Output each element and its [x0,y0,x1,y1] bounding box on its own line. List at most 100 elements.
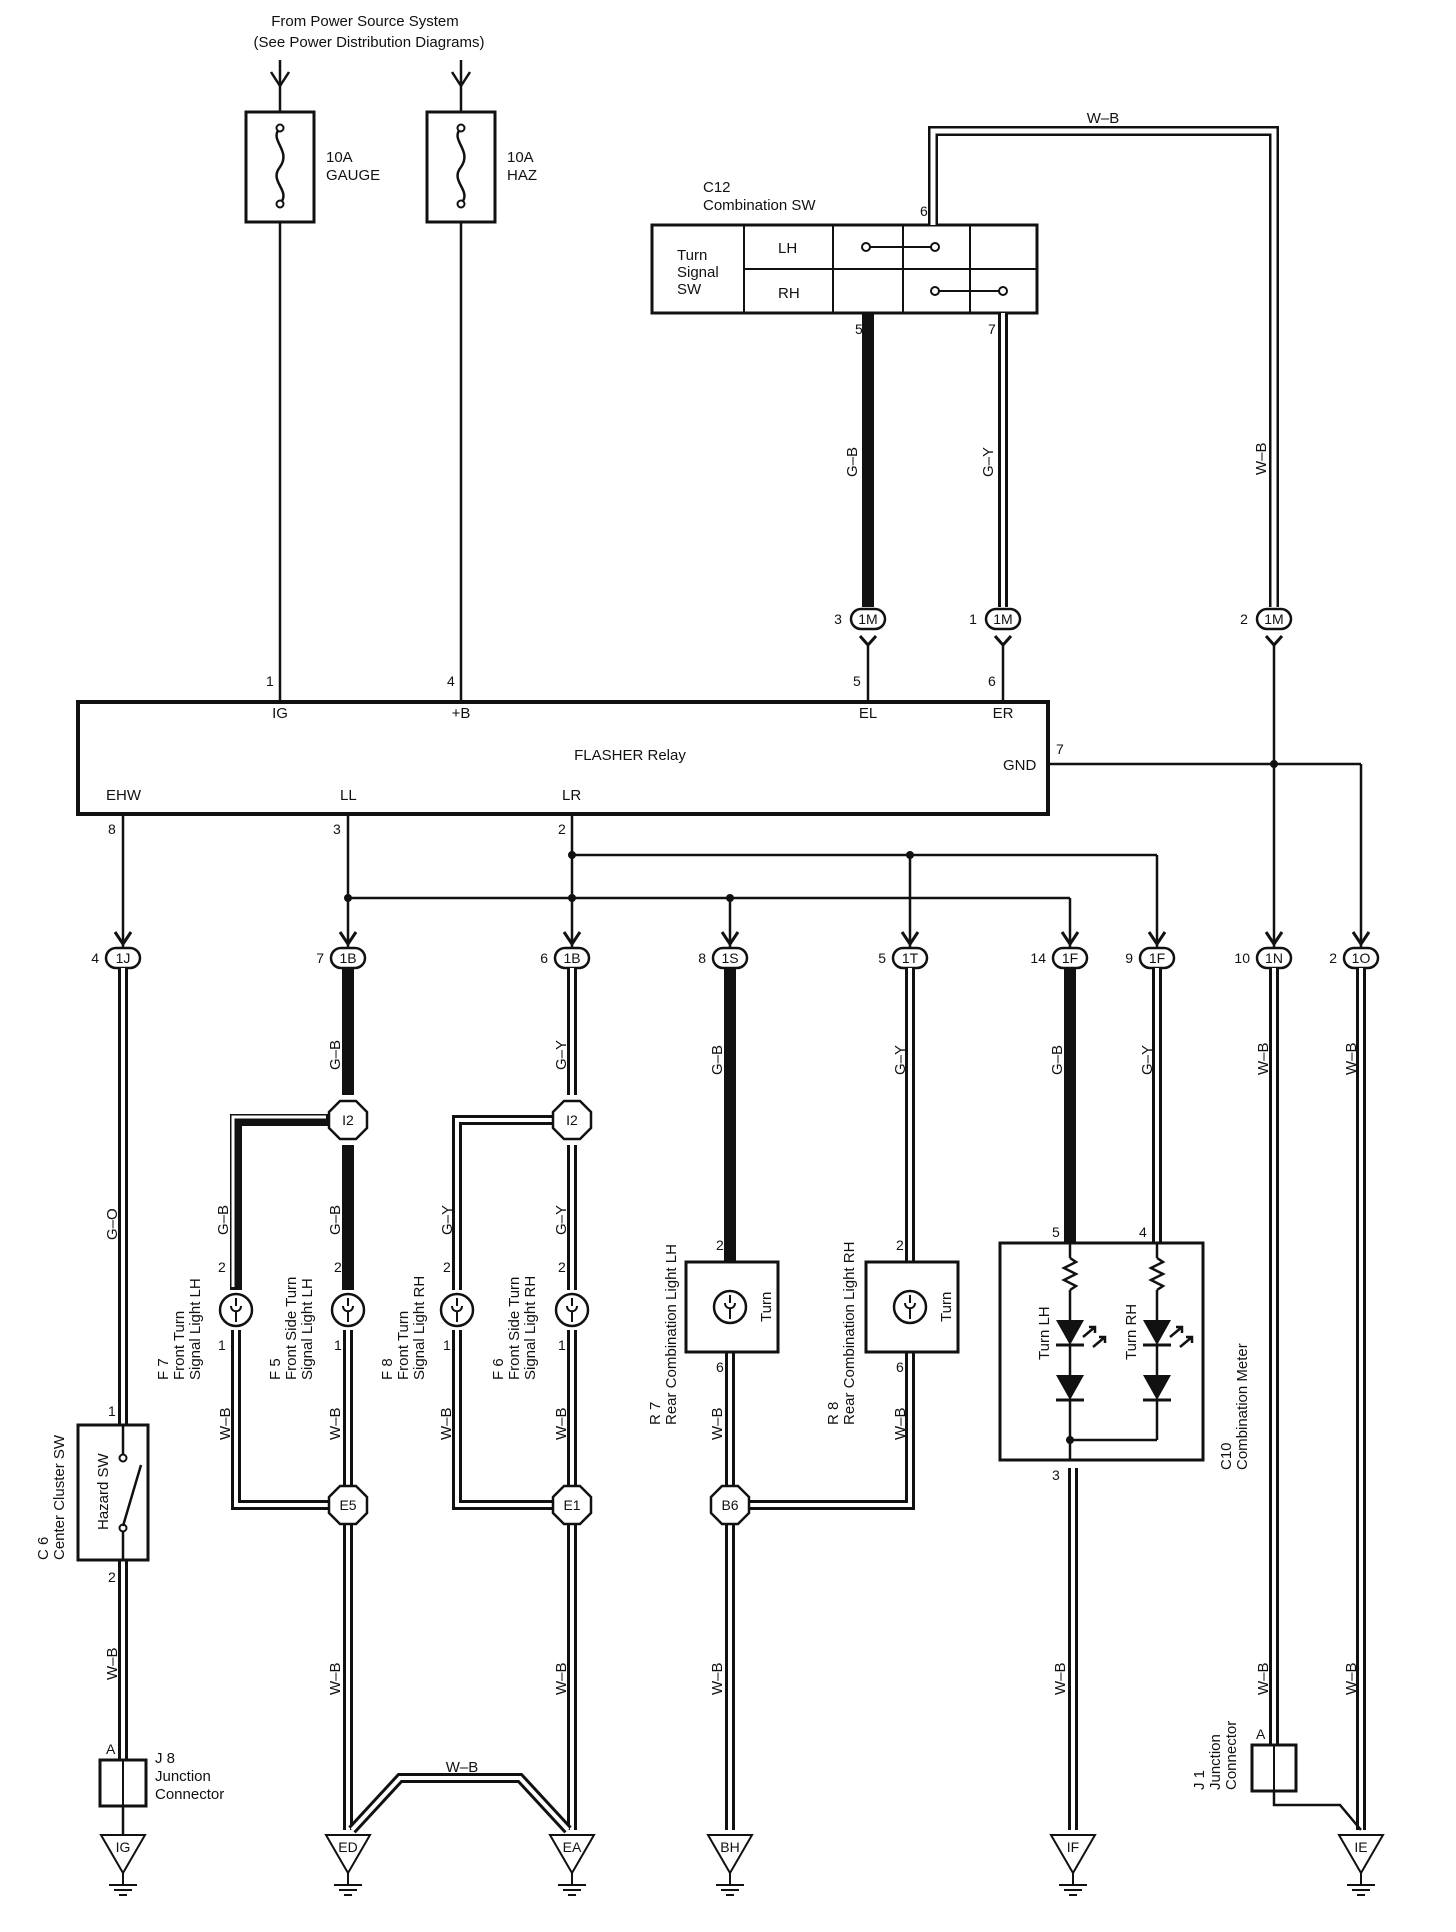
svg-text:Combination Meter: Combination Meter [1234,1343,1251,1470]
wire-wb-right: W–B [1253,442,1270,475]
svg-text:G–B: G–B [215,1205,232,1235]
svg-text:GND: GND [1003,757,1037,774]
svg-text:2: 2 [108,1569,116,1585]
svg-text:8: 8 [698,950,706,966]
connector-mid-1: 1B7 [316,931,367,970]
svg-text:F 6: F 6 [490,1358,507,1380]
svg-text:9: 9 [1125,950,1133,966]
svg-text:3: 3 [1052,1467,1060,1483]
svg-text:1: 1 [266,673,274,689]
fuse-gauge: 10A GAUGE [244,60,380,702]
svg-text:Signal Light LH: Signal Light LH [299,1278,316,1380]
connector-mid-7: 1N 10 [1234,931,1293,970]
svg-text:3: 3 [333,821,341,837]
csw-pin-6: 6 [920,203,928,219]
svg-text:2: 2 [896,1237,904,1253]
svg-text:Signal Light RH: Signal Light RH [522,1276,539,1380]
svg-text:LR: LR [562,787,581,804]
svg-text:1: 1 [558,1337,566,1353]
svg-text:W–B: W–B [327,1407,344,1440]
junction-i2-left: I2 [327,1099,369,1141]
svg-text:BH: BH [720,1839,739,1855]
rear-lamp-r8: Turn 2 6 R 8 Rear Combination Light RH [825,1237,960,1425]
svg-text:IF: IF [1067,1839,1079,1855]
ground-ig: IG [100,1834,146,1896]
svg-text:EHW: EHW [106,787,142,804]
svg-text:W–B: W–B [327,1662,344,1695]
svg-text:10: 10 [1234,950,1250,966]
ground-ie: IE [1338,1834,1384,1896]
svg-text:W–B: W–B [1052,1662,1069,1695]
svg-text:G–Y: G–Y [553,1040,570,1070]
svg-text:F 5: F 5 [267,1358,284,1380]
svg-text:1N: 1N [1265,950,1283,966]
svg-text:W–B: W–B [553,1407,570,1440]
svg-text:F 7: F 7 [155,1358,172,1380]
svg-text:G–Y: G–Y [439,1205,456,1235]
svg-text:W–B: W–B [892,1407,909,1440]
row-rh: RH [778,285,800,302]
svg-text:1B: 1B [563,950,580,966]
svg-text:3: 3 [834,611,842,627]
svg-text:W–B: W–B [217,1407,234,1440]
svg-text:Turn LH: Turn LH [1036,1306,1053,1360]
connector-mid-5: 1F 14 [1030,931,1089,970]
junction-e5: E5 [327,1484,369,1526]
svg-text:A: A [106,1741,116,1757]
svg-text:Junction: Junction [155,1768,211,1785]
svg-text:G–B: G–B [327,1040,344,1070]
wire-gb-csw: G–B [844,447,861,477]
svg-text:IG: IG [116,1839,131,1855]
svg-text:R 7: R 7 [647,1402,664,1425]
wire-gy-csw: G–Y [980,447,997,477]
svg-text:E1: E1 [563,1497,580,1513]
turn-signal-label-3: SW [677,281,702,298]
svg-text:W–B: W–B [1255,1042,1272,1075]
connector-mid-4: 1T5 [878,931,929,970]
svg-text:8: 8 [108,821,116,837]
ground-ea: EA [549,1834,595,1896]
junction-i2-right: I2 [551,1099,593,1141]
fuse-haz: 10A HAZ [425,60,537,702]
lamp-f5 [330,1292,366,1328]
svg-text:4: 4 [1139,1224,1147,1240]
svg-text:14: 14 [1030,950,1046,966]
junction-b6: B6 [709,1484,751,1526]
svg-text:1: 1 [443,1337,451,1353]
svg-text:W–B: W–B [438,1407,455,1440]
svg-text:1F: 1F [1149,950,1165,966]
svg-text:ED: ED [338,1839,357,1855]
svg-text:W–B: W–B [709,1662,726,1695]
svg-text:Front Side Turn: Front Side Turn [283,1277,300,1380]
flasher-relay: FLASHER Relay IG +B EL ER GND EHW LL LR … [76,673,1064,837]
svg-text:1: 1 [218,1337,226,1353]
svg-text:1T: 1T [902,950,919,966]
svg-text:1M: 1M [1264,611,1283,627]
svg-text:1F: 1F [1062,950,1078,966]
svg-text:2: 2 [1329,950,1337,966]
svg-text:Signal Light RH: Signal Light RH [411,1276,428,1380]
svg-text:IE: IE [1354,1839,1367,1855]
fuse-gauge-name: GAUGE [326,167,380,184]
svg-text:6: 6 [716,1359,724,1375]
turn-signal-label-1: Turn [677,247,707,264]
lamp-f7 [218,1292,254,1328]
svg-text:Front Turn: Front Turn [395,1311,412,1380]
svg-text:Rear Combination Light LH: Rear Combination Light LH [663,1244,680,1425]
flasher-name: FLASHER Relay [574,747,686,764]
svg-text:1: 1 [969,611,977,627]
svg-text:W–B: W–B [553,1662,570,1695]
source-line2: (See Power Distribution Diagrams) [254,34,485,51]
lamp-labels: F 7 Front Turn Signal Light LH F 5 Front… [155,1276,539,1380]
svg-text:C 6: C 6 [35,1537,52,1560]
svg-text:EL: EL [859,705,877,722]
csw-pin-5: 5 [855,321,863,337]
svg-text:2: 2 [558,1259,566,1275]
svg-text:4: 4 [447,673,455,689]
svg-text:C10: C10 [1218,1442,1235,1470]
connector-1m-1: 1M 1 [969,607,1022,648]
junction-e1: E1 [551,1484,593,1526]
svg-text:1S: 1S [721,950,738,966]
svg-text:Turn: Turn [758,1292,775,1322]
